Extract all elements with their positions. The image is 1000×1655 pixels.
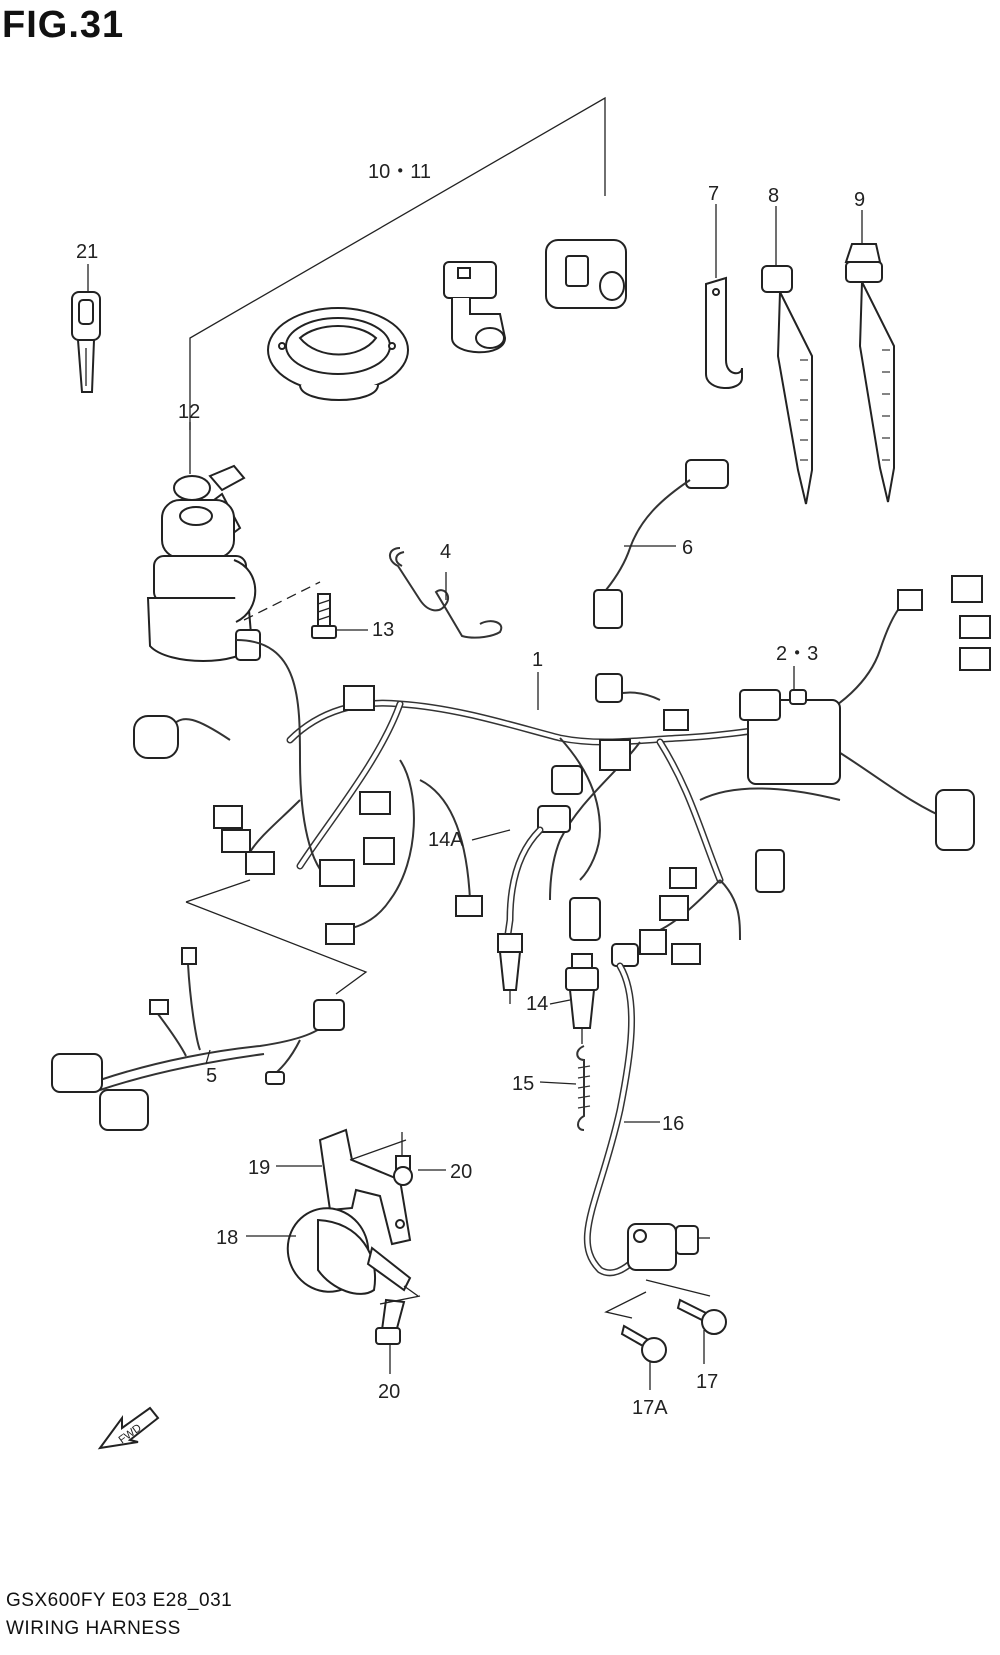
ignition-switch-part-12[interactable] <box>146 464 261 662</box>
callout-4: 4 <box>440 541 451 563</box>
callout-20-lower: 20 <box>378 1381 400 1403</box>
callout-18: 18 <box>216 1227 238 1249</box>
diagram-code: GSX600FY E03 E28_031 <box>6 1590 233 1611</box>
callout-6: 6 <box>682 537 693 559</box>
screw-part-17a[interactable] <box>620 1324 667 1363</box>
fwd-arrow-icon: FWD <box>97 1406 160 1450</box>
callout-19: 19 <box>248 1157 270 1179</box>
bracket-10-11 <box>189 96 606 430</box>
seat-lock-part-11[interactable] <box>545 239 627 309</box>
callout-leaders <box>87 204 863 1390</box>
leader-5-bracket-a <box>185 879 251 903</box>
switch-part-14[interactable] <box>565 953 599 1044</box>
lock-cylinder-part-11[interactable] <box>443 261 507 354</box>
callout-17a: 17A <box>632 1397 668 1419</box>
bolt-part-20-lower[interactable] <box>375 1295 421 1345</box>
spring-clip-part-4[interactable] <box>389 547 503 639</box>
diagram-name: WIRING HARNESS <box>6 1618 181 1639</box>
callout-12: 12 <box>178 401 200 423</box>
screw-part-17[interactable] <box>676 1298 727 1335</box>
cable-tie-part-8[interactable] <box>761 265 813 505</box>
clip-part-2-3[interactable] <box>789 689 807 705</box>
bolt-part-20-upper[interactable] <box>393 1132 413 1186</box>
sub-harness-part-5[interactable] <box>51 947 345 1131</box>
callout-17: 17 <box>696 1371 718 1393</box>
bolt-part-13[interactable] <box>311 593 368 639</box>
figure-title: FIG.31 <box>2 4 125 46</box>
spring-part-15[interactable] <box>576 1045 591 1131</box>
callout-2-3: 2・3 <box>776 643 818 665</box>
bracket-part-19[interactable] <box>318 1128 412 1246</box>
callout-14a: 14A <box>428 829 464 851</box>
callout-13: 13 <box>372 619 394 641</box>
callout-1: 1 <box>532 649 543 671</box>
leader-17a-bracket <box>604 1291 647 1319</box>
switch-part-14a[interactable] <box>497 805 571 1004</box>
leader-13-dash <box>243 581 321 621</box>
callout-10-11: 10・11 <box>368 161 431 183</box>
horn-part-18[interactable] <box>276 1197 419 1303</box>
key-part-21[interactable] <box>71 291 101 393</box>
sensor-lead-part-6[interactable] <box>593 459 729 629</box>
callout-8: 8 <box>768 185 779 207</box>
callout-21: 21 <box>76 241 98 263</box>
callout-7: 7 <box>708 183 719 205</box>
bracket-part-7[interactable] <box>705 276 743 390</box>
callout-5: 5 <box>206 1065 217 1087</box>
fuel-cap-part-10[interactable] <box>267 307 409 401</box>
callout-9: 9 <box>854 189 865 211</box>
callout-15: 15 <box>512 1073 534 1095</box>
leader-17-bracket <box>645 1279 711 1297</box>
callout-16: 16 <box>662 1113 684 1135</box>
callout-14: 14 <box>526 993 548 1015</box>
sensor-part-16[interactable] <box>583 943 710 1277</box>
callout-20-upper: 20 <box>450 1161 472 1183</box>
harness-connectors <box>133 575 991 965</box>
leader-5-bracket-b <box>185 901 368 995</box>
cable-tie-part-9[interactable] <box>844 243 895 503</box>
